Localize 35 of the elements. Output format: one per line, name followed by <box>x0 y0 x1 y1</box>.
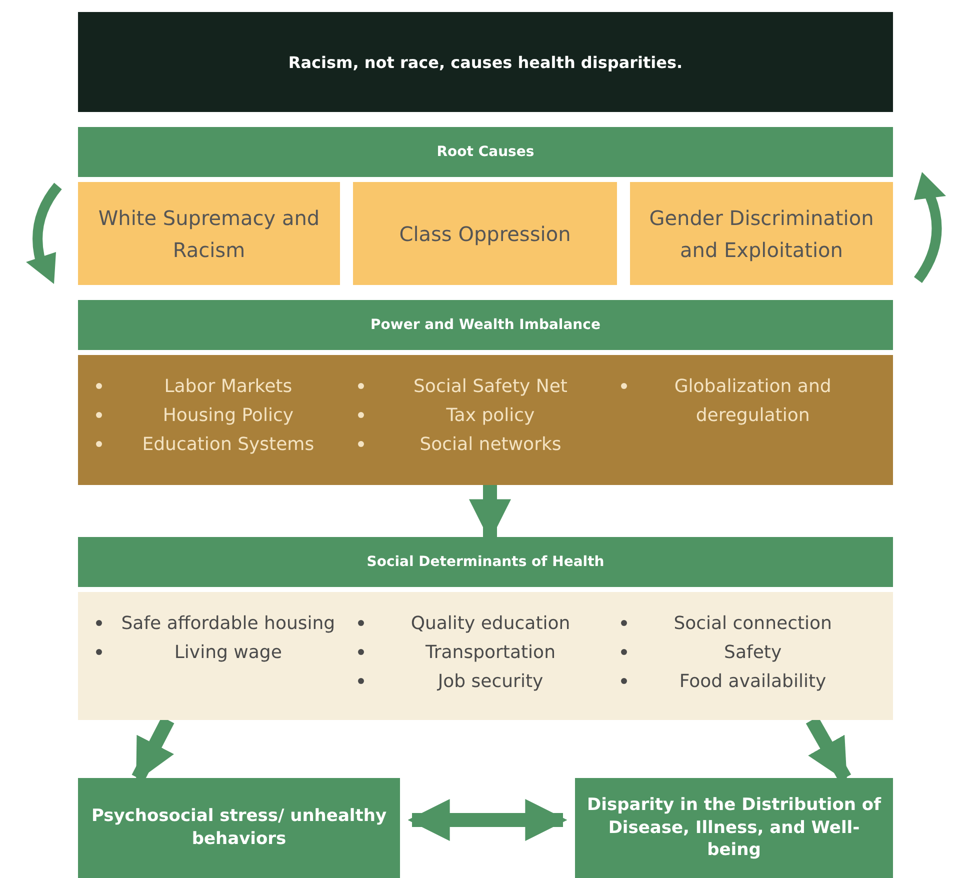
band-heading: Power and Wealth Imbalance <box>370 316 602 334</box>
list-item: Labor Markets <box>163 375 294 399</box>
list-item: Safe affordable housing <box>120 612 336 636</box>
outcome-text: Disparity in the Distribution of Disease, Illness, and Well-being <box>586 794 882 862</box>
list-item: Safety <box>723 640 783 665</box>
list-item: Education Systems <box>141 432 316 457</box>
header-band <box>78 300 893 350</box>
outcome-box <box>575 778 893 878</box>
list-item: Social connection <box>672 612 833 636</box>
arrow <box>408 799 568 841</box>
cause-text: Gender Discrimination and Exploitation <box>648 204 875 264</box>
list-item: Food availability <box>678 670 828 694</box>
list-item: Housing Policy <box>162 404 294 428</box>
list-item: Tax policy <box>445 404 536 428</box>
cause-box <box>353 182 617 285</box>
list-panel <box>78 355 893 485</box>
list-item: Living wage <box>173 640 283 665</box>
list-item: Globalization and deregulation <box>673 375 832 428</box>
title-band: Racism, not race, causes health disparities. <box>78 12 893 112</box>
header-band <box>78 537 893 587</box>
list-item: Job security <box>436 670 544 694</box>
outcome-text: Psychosocial stress/ unhealthy behaviors <box>90 805 388 851</box>
list-item: Social networks <box>418 432 562 457</box>
cause-box <box>78 182 340 285</box>
cause-text: Class Oppression <box>398 220 572 248</box>
band-heading: Root Causes <box>436 142 536 162</box>
list-panel <box>78 592 893 720</box>
cause-text: White Supremacy and Racism <box>97 204 321 264</box>
list-item: Quality education <box>410 612 572 636</box>
outcome-box <box>78 778 400 878</box>
list-item: Transportation <box>424 640 556 665</box>
band-heading: Social Determinants of Health <box>366 552 606 572</box>
header-band <box>78 127 893 177</box>
list-item: Social Safety Net <box>412 375 568 399</box>
cause-box <box>630 182 893 285</box>
